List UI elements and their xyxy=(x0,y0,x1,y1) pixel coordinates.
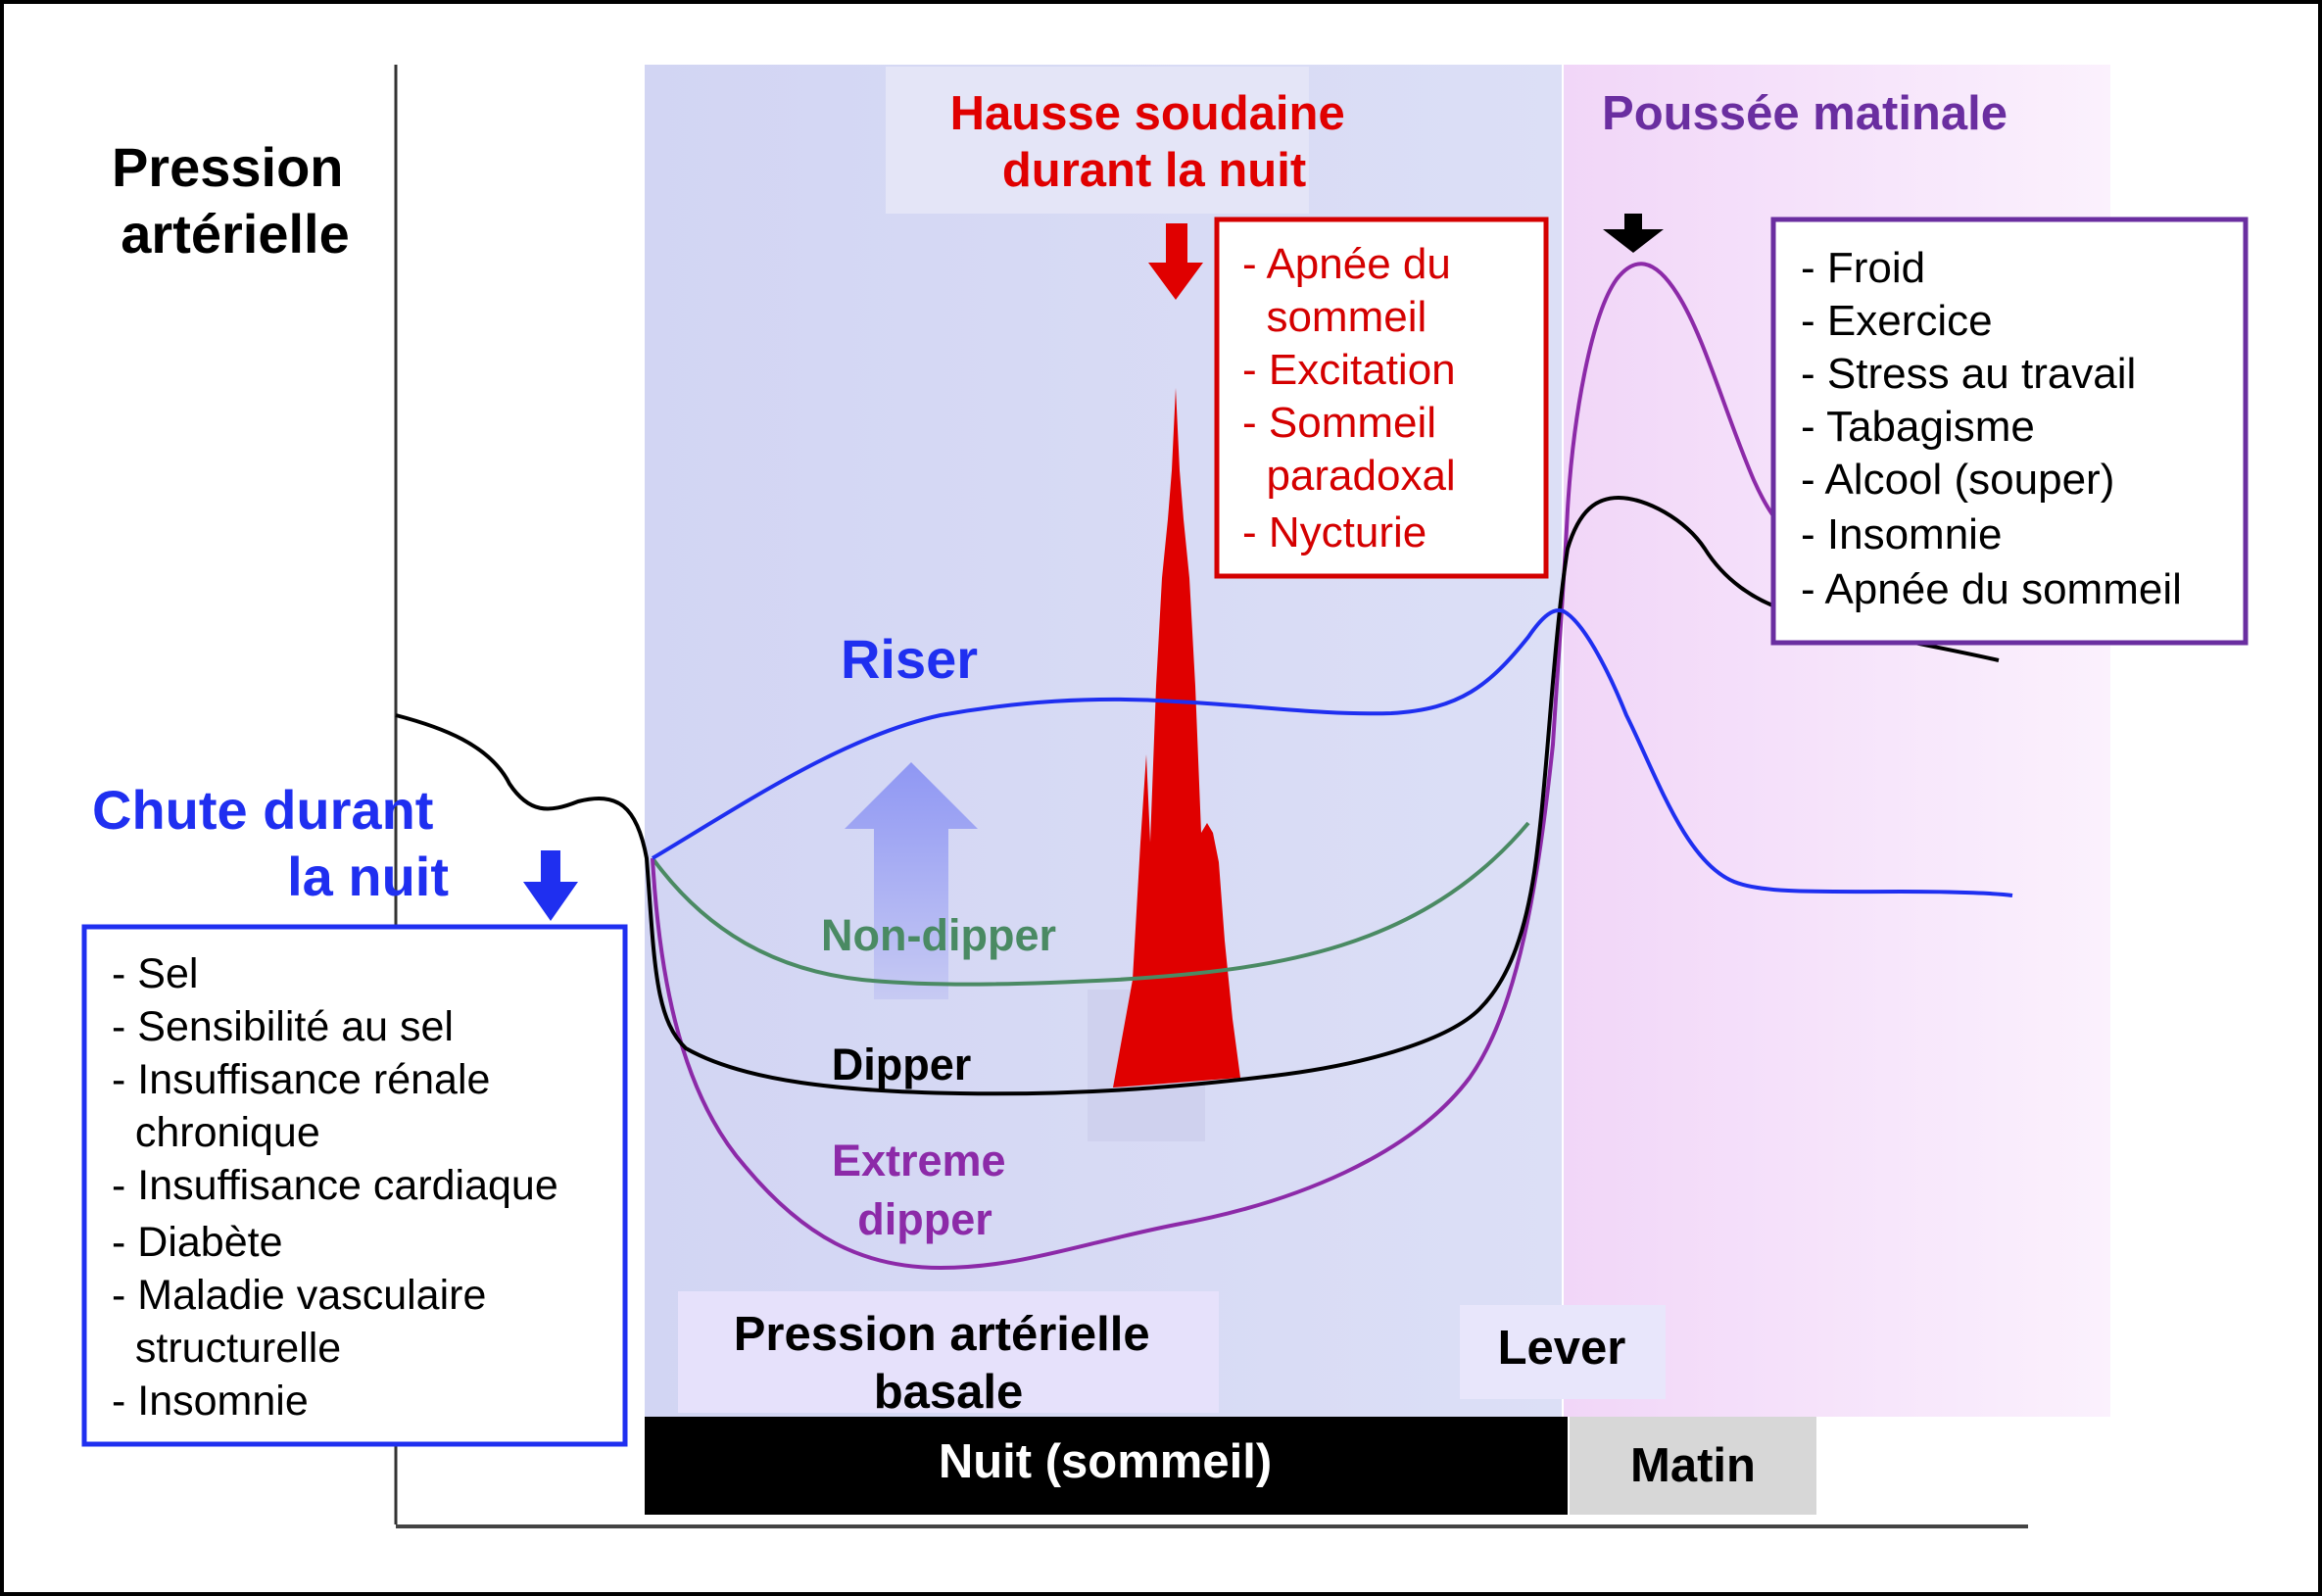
night-surge-title-bg xyxy=(886,67,1309,214)
night-surge-item: sommeil xyxy=(1242,293,1427,341)
night-surge-item: paradoxal xyxy=(1242,452,1456,500)
morning-surge-box xyxy=(1770,217,2249,646)
timebar-morning-label: Matin xyxy=(1630,1439,1756,1492)
wake-label: Lever xyxy=(1498,1322,1626,1375)
baseline-label-line: basale xyxy=(874,1366,1024,1419)
y-axis-label-line: artérielle xyxy=(121,203,350,265)
night-surge-spike xyxy=(1113,388,1240,1088)
night-drop-item: chronique xyxy=(112,1109,320,1156)
night-drop-title-line: la nuit xyxy=(287,846,449,907)
night-drop-item: - Diabète xyxy=(112,1219,282,1266)
night-surge-item: - Apnée du xyxy=(1242,240,1451,288)
extreme-dipper-label-line: Extreme xyxy=(832,1136,1006,1185)
y-axis-label: Pression artérielle xyxy=(112,136,359,265)
night-surge-box xyxy=(1214,217,1549,579)
timebar-morning xyxy=(1570,1417,1816,1515)
morning-surge-arrow-icon xyxy=(1603,214,1664,253)
night-surge-title-line: Hausse soudaine xyxy=(950,87,1345,140)
extreme-dipper-label-line: dipper xyxy=(857,1194,992,1244)
night-drop-item: - Sensibilité au sel xyxy=(112,1003,454,1050)
timebar-night xyxy=(645,1417,1568,1515)
riser-curve xyxy=(651,608,2013,897)
night-drop-item: structurelle xyxy=(112,1325,341,1372)
extreme-dipper-label: Extreme dipper xyxy=(832,1136,1018,1244)
night-surge-list: - Apnée du sommeil - Excitation - Sommei… xyxy=(1242,0,1516,556)
morning-surge-item: - Exercice xyxy=(1801,297,1993,345)
morning-surge-list: - Froid - Exercice - Stress au travail -… xyxy=(1801,0,2218,613)
night-drop-item: - Insuffisance rénale xyxy=(112,1056,490,1103)
night-surge-item: - Sommeil xyxy=(1242,399,1436,447)
morning-surge-item: - Froid xyxy=(1801,244,1925,292)
night-drop-item: - Insomnie xyxy=(112,1378,309,1425)
night-drop-box xyxy=(81,924,628,1447)
timebar-night-label: Nuit (sommeil) xyxy=(939,1435,1272,1488)
y-axis-label-line: Pression xyxy=(112,136,344,198)
morning-surge-item: - Stress au travail xyxy=(1801,350,2136,398)
morning-surge-item: - Tabagisme xyxy=(1801,403,2035,451)
night-drop-arrow-icon xyxy=(523,850,578,921)
morning-surge-item: - Alcool (souper) xyxy=(1801,456,2114,504)
night-drop-list: - Sel - Sensibilité au sel - Insuffisanc… xyxy=(112,0,617,1425)
morning-surge-title: Poussée matinale xyxy=(1602,87,2008,140)
riser-label: Riser xyxy=(841,628,978,690)
night-drop-item: - Insuffisance cardiaque xyxy=(112,1162,558,1209)
non-dipper-curve xyxy=(651,821,1530,987)
extreme-dipper-curve xyxy=(651,262,1823,1271)
morning-surge-item: - Apnée du sommeil xyxy=(1801,565,2182,613)
riser-up-arrow xyxy=(845,762,978,999)
baseline-label-bg xyxy=(678,1291,1219,1413)
night-surge-item: - Excitation xyxy=(1242,346,1456,394)
morning-surge-item: - Insomnie xyxy=(1801,510,2002,558)
night-surge-item: - Nycturie xyxy=(1242,508,1427,556)
night-surge-title: Hausse soudaine durant la nuit xyxy=(950,87,1359,197)
night-drop-title-line: Chute durant xyxy=(92,779,433,841)
wake-label-bg xyxy=(1460,1305,1666,1399)
night-drop-item: - Sel xyxy=(112,950,198,997)
night-surge-title-line: durant la nuit xyxy=(1002,144,1306,197)
night-drop-title: Chute durant la nuit xyxy=(92,779,449,907)
night-surge-arrow-icon xyxy=(1148,223,1203,300)
dipper-curve xyxy=(395,495,2000,1096)
night-drop-item: - Maladie vasculaire xyxy=(112,1272,486,1319)
baseline-label-line: Pression artérielle xyxy=(734,1308,1150,1361)
non-dipper-label: Non-dipper xyxy=(821,910,1056,960)
dipper-label: Dipper xyxy=(832,1040,972,1089)
baseline-label: Pression artérielle basale xyxy=(734,1308,1164,1419)
